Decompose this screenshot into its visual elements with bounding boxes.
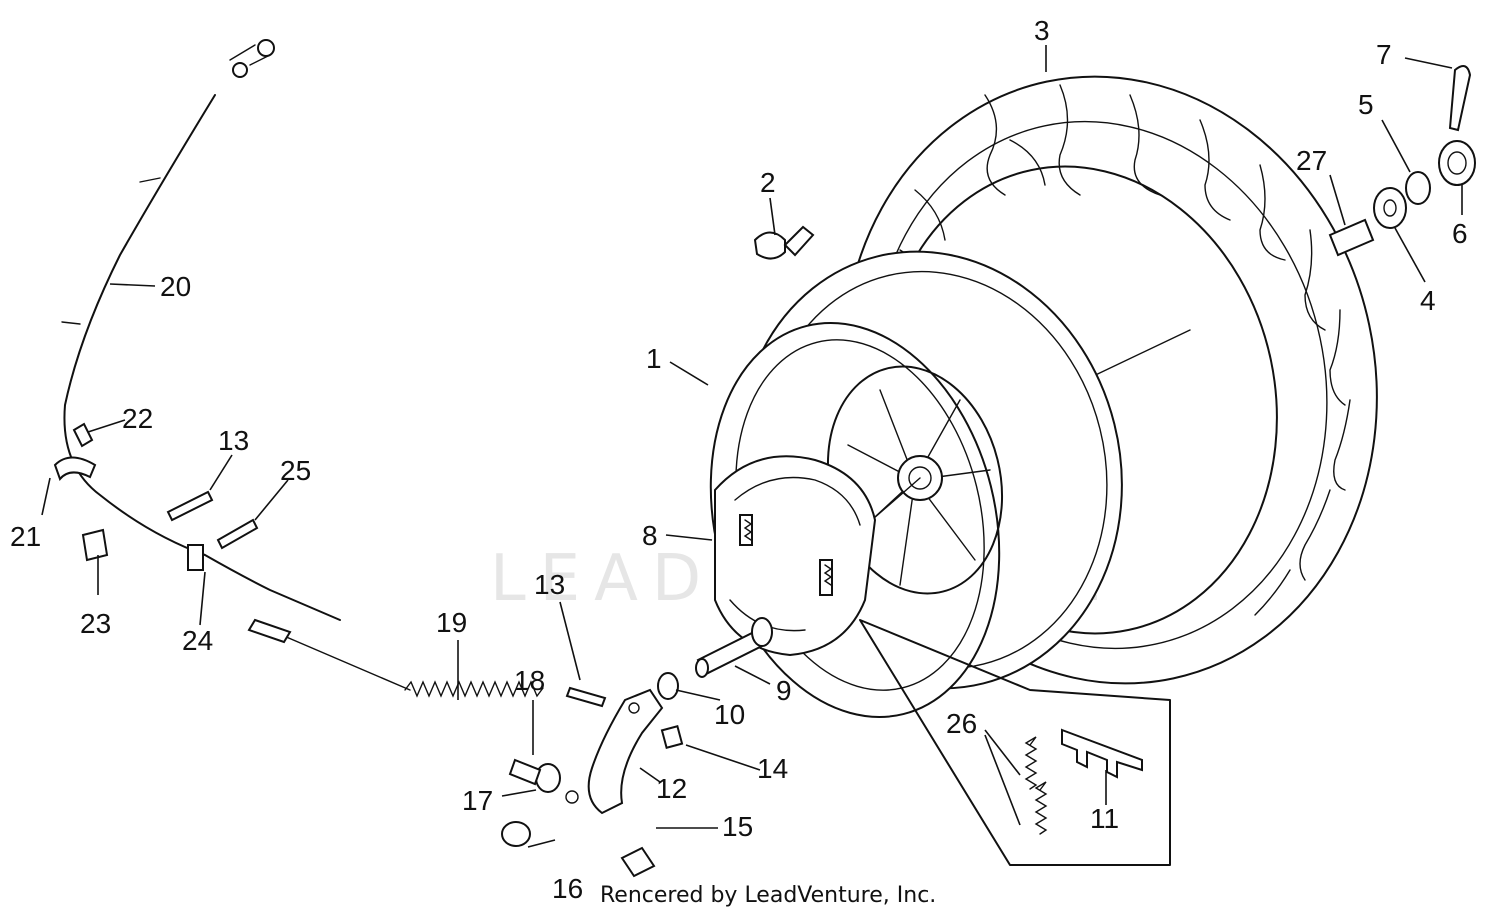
callout-9: 9 — [776, 675, 792, 706]
callout-5: 5 — [1358, 89, 1374, 120]
callout-12: 12 — [656, 773, 687, 804]
callout-21: 21 — [10, 521, 41, 552]
cotter-pin-7 — [1448, 65, 1472, 132]
washer-17 — [535, 763, 561, 793]
callout-23: 23 — [80, 608, 111, 639]
callout-7: 7 — [1376, 39, 1392, 70]
callout-26: 26 — [946, 708, 977, 739]
callout-15: 15 — [722, 811, 753, 842]
callout-14: 14 — [757, 753, 788, 784]
return-spring — [404, 680, 544, 698]
pin-16 — [501, 821, 531, 847]
callout-18: 18 — [514, 665, 545, 696]
callout-1: 1 — [646, 343, 662, 374]
callout-8: 8 — [642, 520, 658, 551]
axle-parts — [1328, 65, 1476, 257]
callout-6: 6 — [1452, 218, 1468, 249]
callout-3: 3 — [1034, 15, 1050, 46]
screw-22 — [72, 422, 94, 448]
callout-11: 11 — [1090, 803, 1119, 834]
clip-21 — [53, 456, 97, 481]
bolt-13b — [565, 686, 607, 708]
render-credit: Rencered by LeadVenture, Inc. — [600, 883, 936, 908]
spacer-27 — [1328, 218, 1375, 257]
bracket-23 — [81, 528, 109, 562]
callout-labels: 3 2 7 5 27 6 4 1 8 9 10 14 15 12 16 17 1… — [10, 15, 1468, 904]
brake-cable — [61, 39, 411, 691]
bolt-25 — [216, 518, 259, 550]
brake-shoe-assembly — [714, 455, 877, 657]
callout-27: 27 — [1296, 145, 1327, 176]
callout-17: 17 — [462, 785, 493, 816]
callout-13-upper: 13 — [218, 425, 249, 456]
callout-2: 2 — [760, 167, 776, 198]
detail-box — [859, 619, 1171, 866]
nut-15 — [620, 846, 656, 878]
valve-stem — [753, 225, 815, 260]
callout-19: 19 — [436, 607, 467, 638]
brake-cam-shaft — [695, 617, 773, 678]
callout-25: 25 — [280, 455, 311, 486]
bolt-13a — [166, 490, 214, 522]
callout-13-lower: 13 — [534, 569, 565, 600]
clip-24 — [187, 544, 204, 571]
sleeve-18 — [508, 758, 542, 786]
callout-24: 24 — [182, 625, 213, 656]
callout-10: 10 — [714, 699, 745, 730]
callout-20: 20 — [160, 271, 191, 302]
brake-arm — [565, 688, 664, 815]
leader-lines — [41, 45, 1463, 848]
castle-nut-6 — [1438, 140, 1476, 186]
washer-10 — [657, 672, 679, 700]
nut-14 — [660, 725, 684, 749]
callout-22: 22 — [122, 403, 153, 434]
callout-4: 4 — [1420, 285, 1436, 316]
callout-16: 16 — [552, 873, 583, 904]
nut-5 — [1405, 171, 1431, 205]
washer-4 — [1373, 187, 1407, 229]
